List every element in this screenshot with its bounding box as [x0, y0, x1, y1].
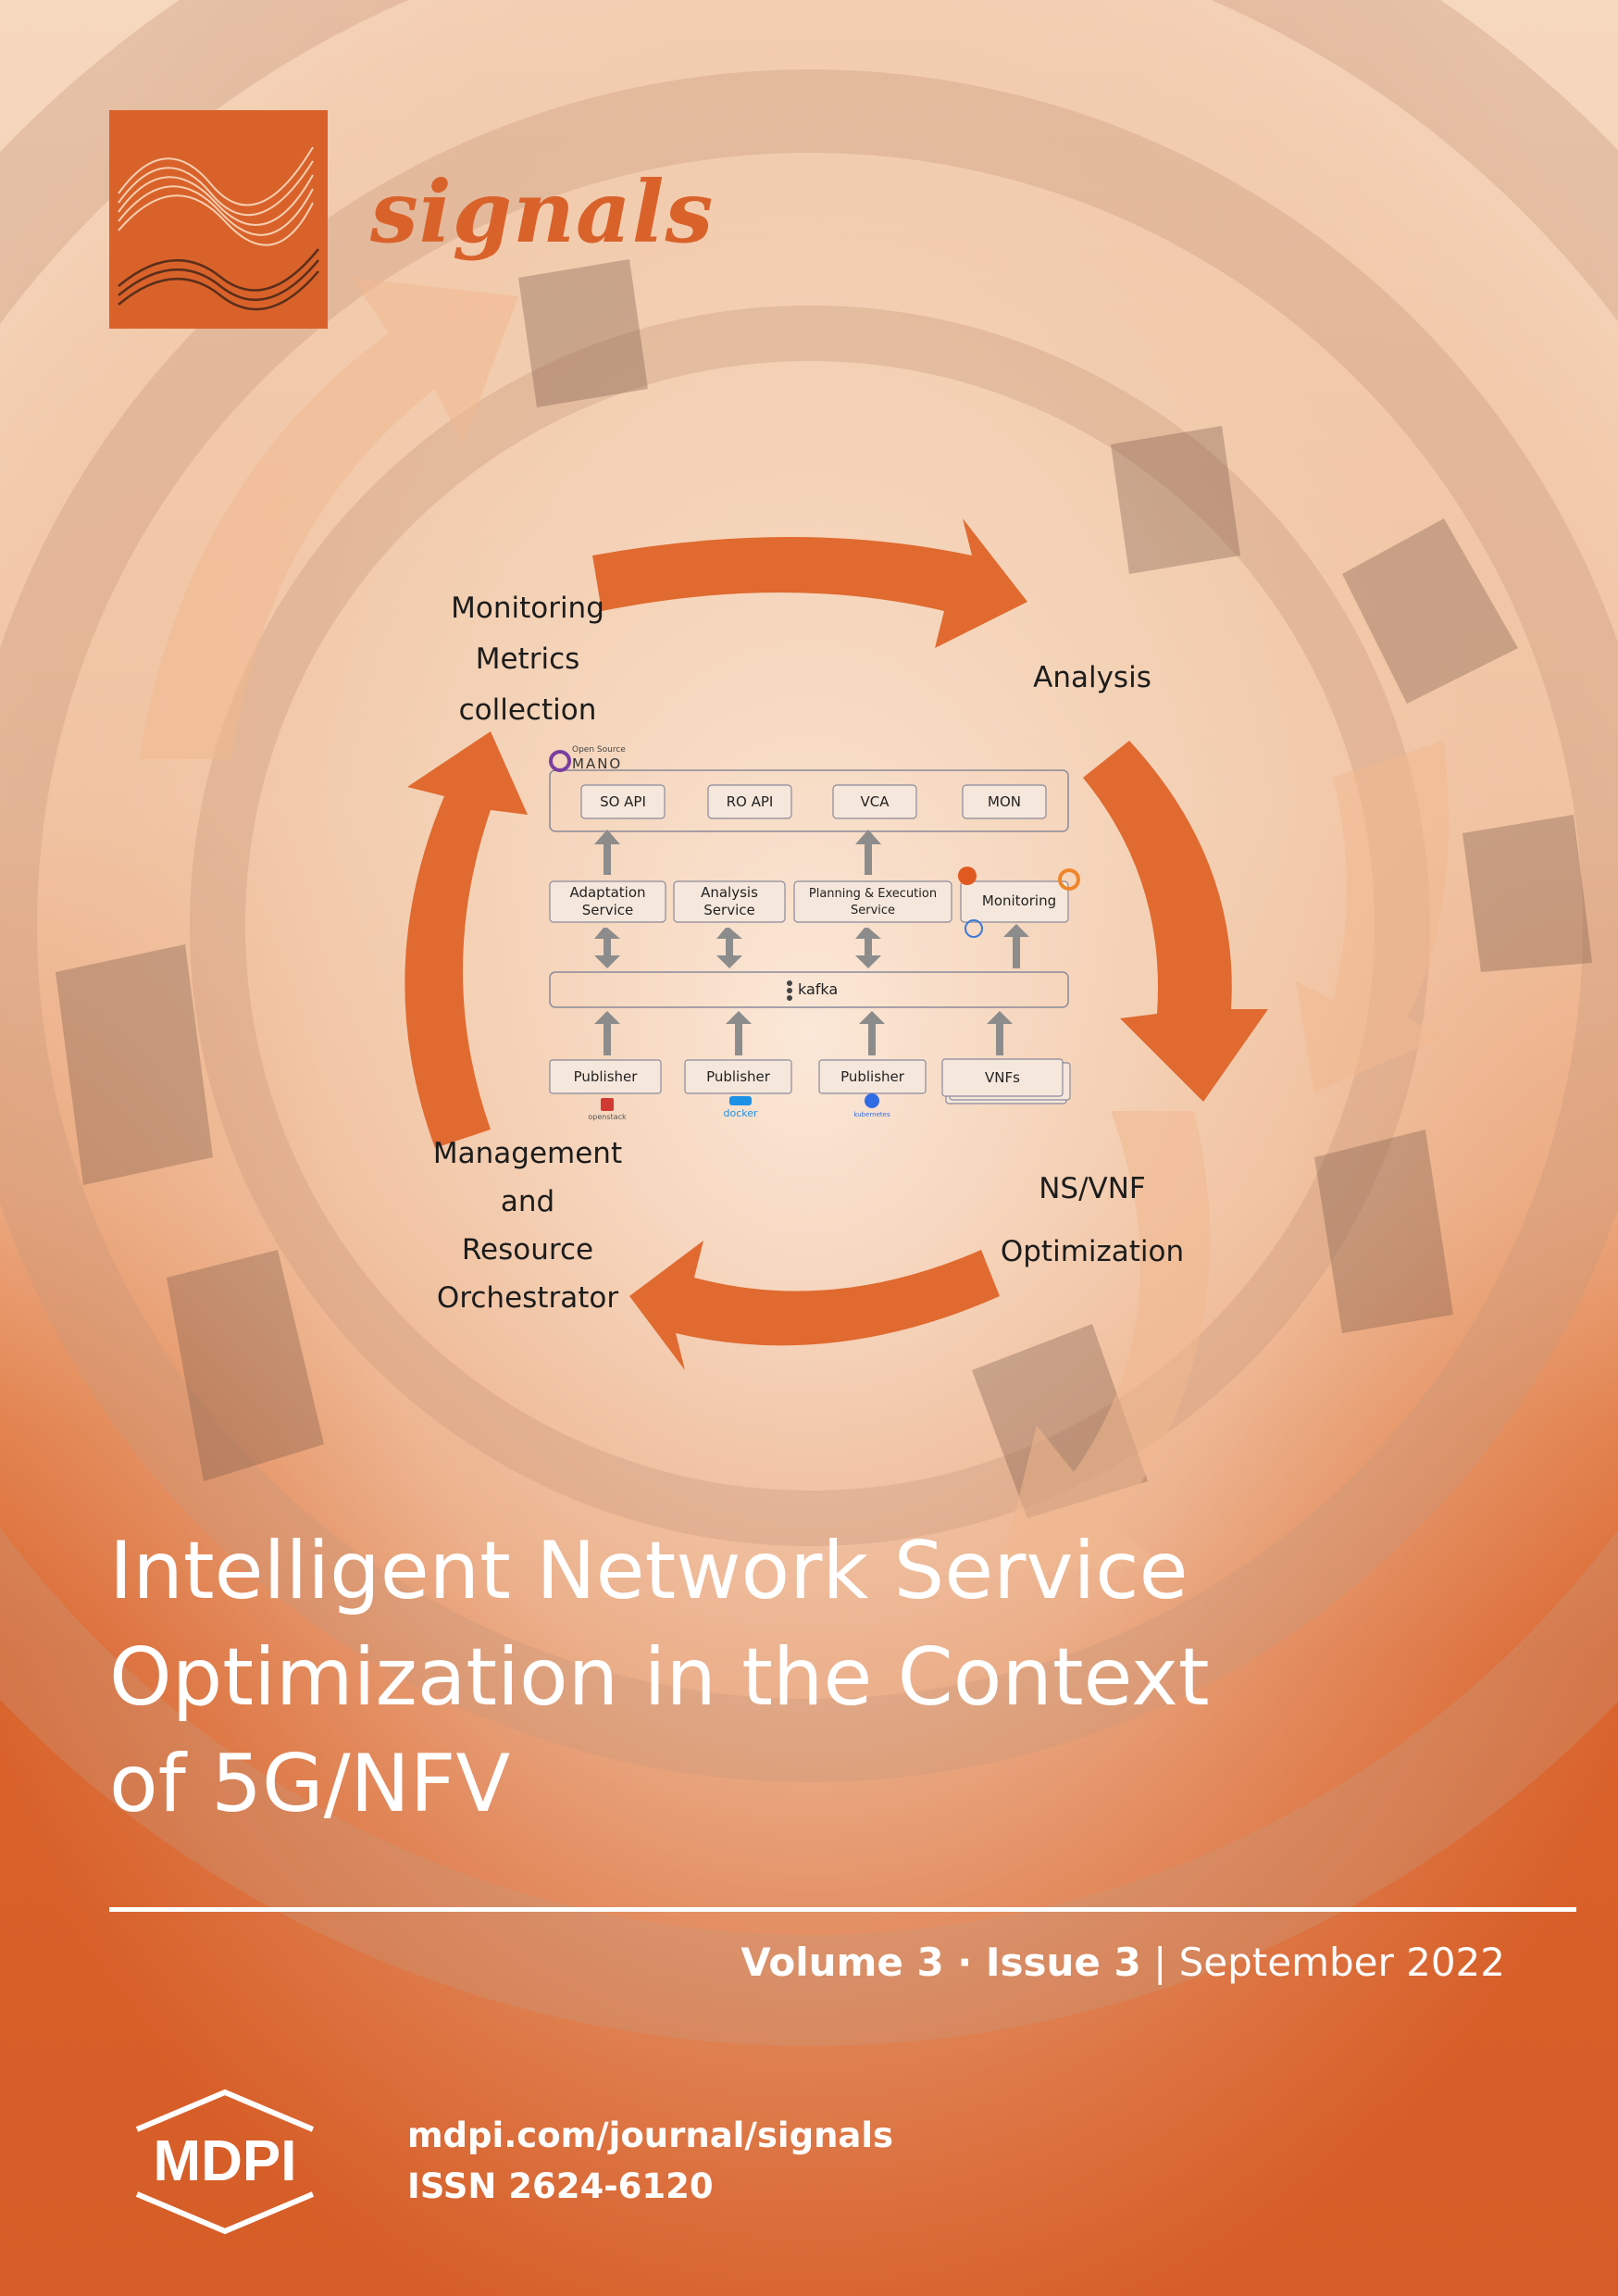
- mano-logo-icon: [549, 750, 571, 772]
- date-text: September 2022: [1178, 1940, 1505, 1985]
- mon-box: MON: [988, 793, 1021, 810]
- box-line: Service: [581, 902, 634, 918]
- adaptation-service-box: Adaptation Service: [550, 884, 666, 919]
- management-label-line: and: [500, 1185, 555, 1218]
- docker-icon: [729, 1096, 752, 1105]
- box-line: Service: [703, 902, 755, 918]
- journal-name: signals: [370, 162, 715, 262]
- management-label-line: Resource: [461, 1233, 594, 1267]
- publisher-box: Publisher: [706, 1068, 770, 1085]
- issn: ISSN 2624-6120: [407, 2166, 714, 2206]
- prometheus-icon: [958, 867, 977, 885]
- kafka-bus: kafka: [798, 980, 839, 998]
- journal-logo: [109, 110, 328, 329]
- publisher-box: Publisher: [840, 1068, 904, 1085]
- mano-small-label: Open Source: [572, 745, 626, 755]
- monitoring-label-line: collection: [458, 693, 597, 727]
- box-line: Adaptation: [569, 884, 646, 901]
- grafana-icon: [1058, 868, 1080, 891]
- monitoring-label-line: Metrics: [475, 643, 580, 676]
- dot-separator: ·: [943, 1940, 986, 1985]
- vnfs-box: VNFs: [985, 1069, 1020, 1086]
- docker-label: docker: [723, 1107, 758, 1119]
- monitoring-label: Monitoring Metrics collection: [417, 583, 639, 736]
- openstack-icon: [601, 1098, 614, 1111]
- monitoring-box: Monitoring: [981, 892, 1057, 909]
- publisher-box: Publisher: [573, 1068, 638, 1085]
- nsvnf-label-line: NS/VNF: [1039, 1172, 1146, 1205]
- box-line: Planning & Execution: [808, 887, 938, 901]
- title-line: Optimization in the Context: [109, 1631, 1210, 1724]
- mdpi-text: MDPI: [154, 2129, 297, 2193]
- issue-info: Volume 3 · Issue 3 | September 2022: [741, 1940, 1505, 1985]
- vca-box: VCA: [860, 793, 890, 810]
- nsvnf-label: NS/VNF Optimization: [981, 1157, 1203, 1283]
- diagram-arrows: [594, 830, 1029, 1055]
- architecture-diagram: Open Source MANO SO API RO API VCA MON A…: [537, 741, 1083, 1139]
- mano-label: MANO: [572, 755, 623, 772]
- management-label: Management and Resource Orchestrator: [407, 1129, 648, 1322]
- monitoring-label-line: Monitoring: [451, 592, 604, 625]
- monitoring-tool-icon: [965, 919, 983, 938]
- journal-url: mdpi.com/journal/signals: [407, 2115, 894, 2155]
- analysis-label: Analysis: [1033, 661, 1151, 694]
- issue-text: Issue 3: [985, 1940, 1141, 1985]
- article-title: Intelligent Network Service Optimization…: [109, 1518, 1535, 1838]
- kafka-icon: [787, 980, 792, 1001]
- wave-logo-icon: [109, 110, 328, 329]
- analysis-service-box: Analysis Service: [674, 884, 785, 919]
- title-line: of 5G/NFV: [109, 1738, 511, 1830]
- diagram-frame: [549, 750, 1080, 1111]
- kubernetes-label: kubernetes: [853, 1111, 890, 1118]
- planning-execution-service-box: Planning & Execution Service: [794, 886, 952, 919]
- divider-rule: [109, 1907, 1576, 1912]
- so-api-box: SO API: [600, 793, 646, 810]
- mdpi-logo: MDPI: [135, 2089, 315, 2235]
- volume-text: Volume 3: [741, 1940, 944, 1985]
- kubernetes-icon: [865, 1093, 879, 1108]
- ro-api-box: RO API: [726, 793, 774, 810]
- management-label-line: Orchestrator: [436, 1281, 619, 1315]
- management-label-line: Management: [432, 1137, 623, 1170]
- title-line: Intelligent Network Service: [109, 1525, 1189, 1617]
- box-line: Analysis: [701, 884, 758, 901]
- bar-separator: |: [1140, 1940, 1179, 1985]
- box-line: Service: [850, 904, 896, 917]
- nsvnf-label-line: Optimization: [1000, 1235, 1185, 1268]
- openstack-label: openstack: [588, 1113, 627, 1121]
